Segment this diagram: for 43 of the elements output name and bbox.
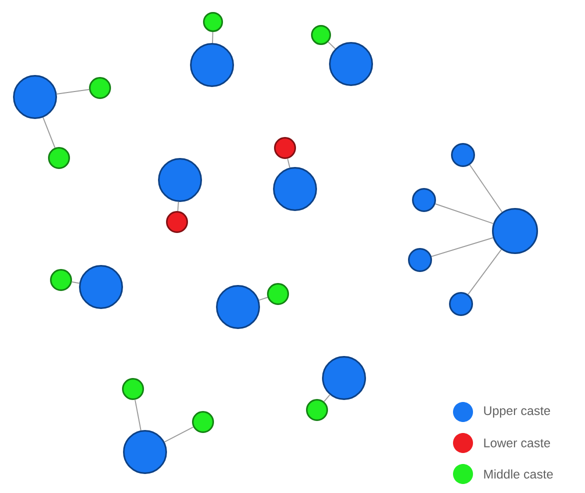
connector-line xyxy=(328,41,336,50)
node-circle xyxy=(190,43,234,87)
connector-line xyxy=(42,116,56,148)
node-circle xyxy=(273,167,317,211)
node-circle xyxy=(408,248,432,272)
connector-line xyxy=(434,203,494,224)
node-circle xyxy=(166,211,188,233)
node-circle xyxy=(492,208,538,254)
node-circle xyxy=(329,42,373,86)
node-circle xyxy=(48,147,70,169)
connector-line xyxy=(177,201,179,212)
legend-label: Lower caste xyxy=(484,438,550,448)
node-circle xyxy=(122,378,144,400)
node-circle xyxy=(13,75,57,119)
connector-line xyxy=(56,89,90,94)
connector-line xyxy=(71,281,80,284)
connector-line xyxy=(287,158,290,168)
node-circle xyxy=(306,399,328,421)
connector-line xyxy=(164,426,194,442)
node-circle xyxy=(451,143,475,167)
connector-line xyxy=(430,237,494,257)
node-circle xyxy=(79,265,123,309)
node-circle xyxy=(50,269,72,291)
node-circle xyxy=(311,25,331,45)
node-circle xyxy=(203,12,223,32)
node-circle xyxy=(267,283,289,305)
legend-label: Middle caste xyxy=(484,469,553,479)
node-circle xyxy=(216,285,260,329)
connector-line xyxy=(212,32,214,44)
connector-line xyxy=(468,248,502,295)
node-circle xyxy=(274,137,296,159)
node-circle xyxy=(192,411,214,433)
node-circle xyxy=(158,158,202,202)
legend-label: Upper caste xyxy=(484,406,550,418)
node-circle xyxy=(123,430,167,474)
node-circle xyxy=(412,188,436,212)
connector-line xyxy=(469,164,503,213)
node-circle xyxy=(89,77,111,99)
connector-line xyxy=(324,394,330,402)
connector-line xyxy=(258,296,268,301)
node-circle xyxy=(322,356,366,400)
connector-line xyxy=(134,399,142,431)
node-circle xyxy=(449,292,473,316)
